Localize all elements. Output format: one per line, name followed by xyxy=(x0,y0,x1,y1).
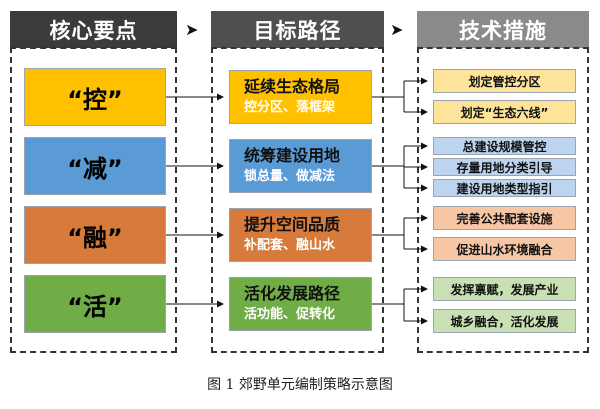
target-path-2: 统筹建设用地 锁总量、做减法 xyxy=(229,139,372,193)
tech-measure-2: 划定“生态六线” xyxy=(433,100,576,124)
target-path-title: 提升空间品质 xyxy=(244,215,341,234)
target-path-1: 延续生态格局 控分区、落框架 xyxy=(229,70,372,124)
tech-measures-column xyxy=(417,47,589,353)
target-path-subtitle: 补配套、融山水 xyxy=(244,238,336,253)
key-point-kong: “控” xyxy=(24,68,166,126)
target-path-3: 提升空间品质 补配套、融山水 xyxy=(229,208,372,262)
key-points-column xyxy=(10,47,177,353)
figure-caption: 图 1 郊野单元编制策略示意图 xyxy=(207,377,393,393)
tech-measure-5: 建设用地类型指引 xyxy=(433,179,576,197)
tech-measure-7: 促进山水环境融合 xyxy=(433,237,576,261)
tech-measure-8: 发挥禀赋，发展产业 xyxy=(433,277,576,301)
key-point-huo: “活” xyxy=(24,275,166,333)
key-point-rong: “融” xyxy=(24,206,166,264)
header-target-paths: 目标路径 xyxy=(211,11,384,48)
header-key-points: 核心要点 xyxy=(10,11,177,48)
header-tech-measures: 技术措施 xyxy=(417,11,589,48)
tech-measure-9: 城乡融合，活化发展 xyxy=(433,309,576,333)
tech-measure-4: 存量用地分类引导 xyxy=(433,158,576,176)
chevron-right-icon: ➤ xyxy=(185,20,199,39)
target-path-title: 活化发展路径 xyxy=(244,284,341,303)
tech-measure-3: 总建设规模管控 xyxy=(433,137,576,155)
target-path-subtitle: 锁总量、做减法 xyxy=(244,169,336,184)
target-path-subtitle: 控分区、落框架 xyxy=(244,100,336,115)
target-path-4: 活化发展路径 活功能、促转化 xyxy=(229,277,372,331)
chevron-right-icon: ➤ xyxy=(390,20,404,39)
target-path-title: 统筹建设用地 xyxy=(244,146,341,165)
target-paths-column xyxy=(211,47,384,353)
target-path-subtitle: 活功能、促转化 xyxy=(244,307,336,322)
tech-measure-6: 完善公共配套设施 xyxy=(433,206,576,230)
tech-measure-1: 划定管控分区 xyxy=(433,69,576,93)
key-point-jian: “减” xyxy=(24,137,166,195)
target-path-title: 延续生态格局 xyxy=(244,77,341,96)
